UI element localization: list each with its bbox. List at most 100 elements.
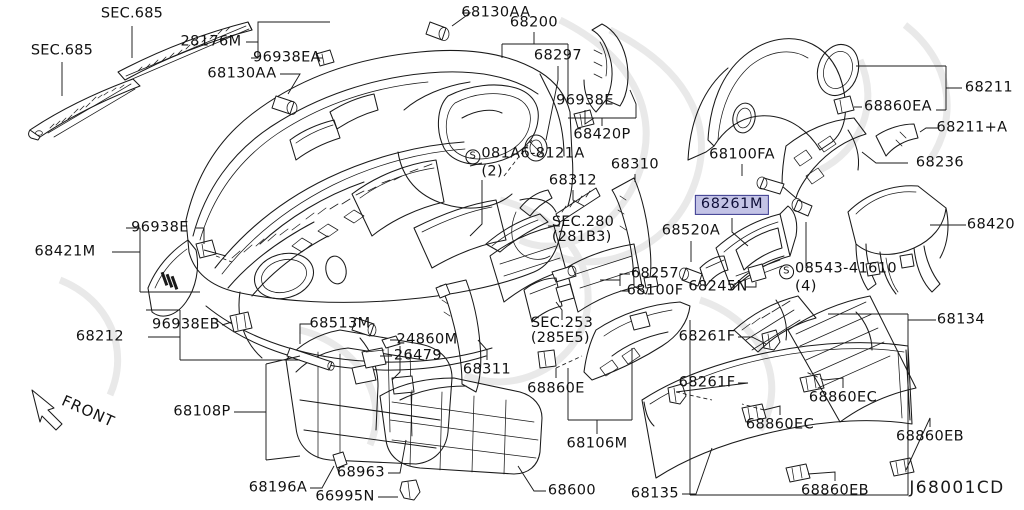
part-section-sub: (281B3) [551, 229, 612, 245]
part-label-68212: 68212 [76, 329, 124, 344]
part-number-text: 96938E [556, 92, 614, 109]
module-68257 [551, 243, 659, 313]
part-number-text: 68600 [547, 482, 597, 499]
sec685-trim-left [28, 78, 141, 141]
part-number-text: 68135 [630, 485, 680, 502]
steering-cover-68211 [687, 38, 860, 161]
part-label-68310: 68310 [611, 157, 659, 172]
screw-68130AA-right [425, 21, 450, 41]
part-label-68420p: 68420P [573, 127, 630, 142]
part-label-96938e: 96938E [556, 93, 614, 108]
part-label-68860ea: 68860EA [864, 99, 932, 114]
clip-68860EA [833, 95, 855, 115]
part-number-text: 68200 [509, 14, 559, 31]
part-number-text: 08543-41610 [795, 260, 897, 277]
part-label-68134: 68134 [937, 312, 985, 327]
part-label-68860ec: 68860EC [809, 390, 877, 405]
part-label-68311: 68311 [463, 362, 511, 377]
part-number-text: 26479 [393, 347, 443, 364]
part-number-text: 68257 [630, 265, 680, 282]
part-label-68520a: 68520A [662, 223, 720, 238]
bracket-68420P [583, 23, 629, 113]
part-number-text: SEC.280 [551, 213, 615, 230]
part-number-text: SEC.685 [100, 5, 164, 22]
part-label-68420: 68420 [967, 217, 1015, 232]
leader-lines [61, 12, 966, 498]
part-number-text: 081A6-8121A [481, 145, 585, 162]
defroster-grille [231, 163, 433, 259]
part-number-text: 24860M [396, 331, 458, 348]
part-number-text: 68100F [626, 282, 684, 299]
part-number-text: 68261F [678, 374, 736, 391]
part-label-68421m: 68421M [34, 244, 95, 259]
part-number-text: SEC.685 [30, 42, 94, 59]
screw-68130AA-left [271, 95, 298, 115]
part-label-26479: 26479 [394, 348, 442, 363]
part-label-sec-253: SEC.253(285E5) [530, 314, 594, 346]
clip-68860EB-b [785, 463, 811, 483]
part-number-text: 68860EC [745, 416, 815, 433]
part-number-text: 68860EC [808, 389, 878, 406]
panel-68311 [435, 279, 482, 393]
part-label-68211+a: 68211+A [937, 120, 1008, 135]
part-number-text: 68100FA [709, 146, 775, 163]
part-number-text: 68860EB [800, 482, 870, 499]
part-label-68100f: 68100F [627, 283, 684, 298]
part-number-text: SEC.253 [530, 314, 594, 331]
front-arrow [31, 389, 63, 431]
part-number-text: 66995N [315, 488, 375, 505]
part-number-text: 68513M [309, 315, 371, 332]
part-number-text: 68311 [462, 361, 512, 378]
clip-96938EA [315, 49, 335, 67]
part-number-text: 68312 [548, 172, 598, 189]
part-number-text: 68297 [533, 47, 583, 64]
part-number-text: 68245N [688, 278, 748, 295]
part-quantity: (2) [481, 163, 504, 180]
part-number-text: 68261M [700, 195, 764, 212]
bracket-68245N [747, 263, 767, 283]
clip-66995N [399, 479, 421, 501]
part-label-68860e: 68860E [527, 381, 585, 396]
part-number-text: 68963 [336, 464, 386, 481]
part-label-68200: 68200 [510, 15, 558, 30]
part-label-68108p: 68108P [173, 404, 230, 419]
fastener-68196A [332, 451, 348, 477]
part-label-68106m: 68106M [566, 436, 627, 451]
part-label-66995n: 66995N [315, 489, 374, 504]
part-label-68245n: 68245N [688, 279, 747, 294]
trim-68310 [611, 177, 652, 295]
sec685-trim-top [117, 21, 253, 81]
part-label-68261m[interactable]: 68261M [694, 194, 770, 216]
standard-part-symbol-icon: S [779, 264, 795, 280]
part-label-28176m: 28176M [180, 34, 241, 49]
clip-96938E-left [195, 239, 217, 259]
part-number-text: 68420 [966, 216, 1016, 233]
alignment-dashes [215, 139, 825, 411]
part-number-text: 68420P [573, 126, 631, 143]
part-quantity: (4) [795, 278, 817, 295]
cluster-lid-68261M [699, 205, 798, 291]
part-label-68196a: 68196A [249, 480, 307, 495]
part-label-24860m: 24860M [396, 332, 457, 347]
trim-grille-68421M [160, 271, 179, 290]
trim-68211A [875, 123, 919, 157]
part-label-68513m: 68513M [309, 316, 370, 331]
clip-68860E [537, 349, 557, 369]
instrument-panel-main-68200 [185, 49, 574, 303]
part-number-text: 68860EA [863, 98, 933, 115]
part-label-68297: 68297 [534, 48, 582, 63]
glovebox-68420 [847, 185, 949, 295]
screw-68100FA [756, 176, 785, 195]
part-number-text: 68520A [661, 222, 721, 239]
part-label-96938e: 96938E [131, 220, 189, 235]
part-label-68860eb: 68860EB [896, 429, 964, 444]
part-number-text: 68421M [34, 243, 96, 260]
part-number-text: 68860E [527, 380, 585, 397]
screw-08543-41610 [791, 198, 813, 217]
lamp-24860M [361, 335, 401, 369]
clip-68261F-lower [667, 383, 687, 405]
part-number-text: 28176M [180, 33, 242, 50]
